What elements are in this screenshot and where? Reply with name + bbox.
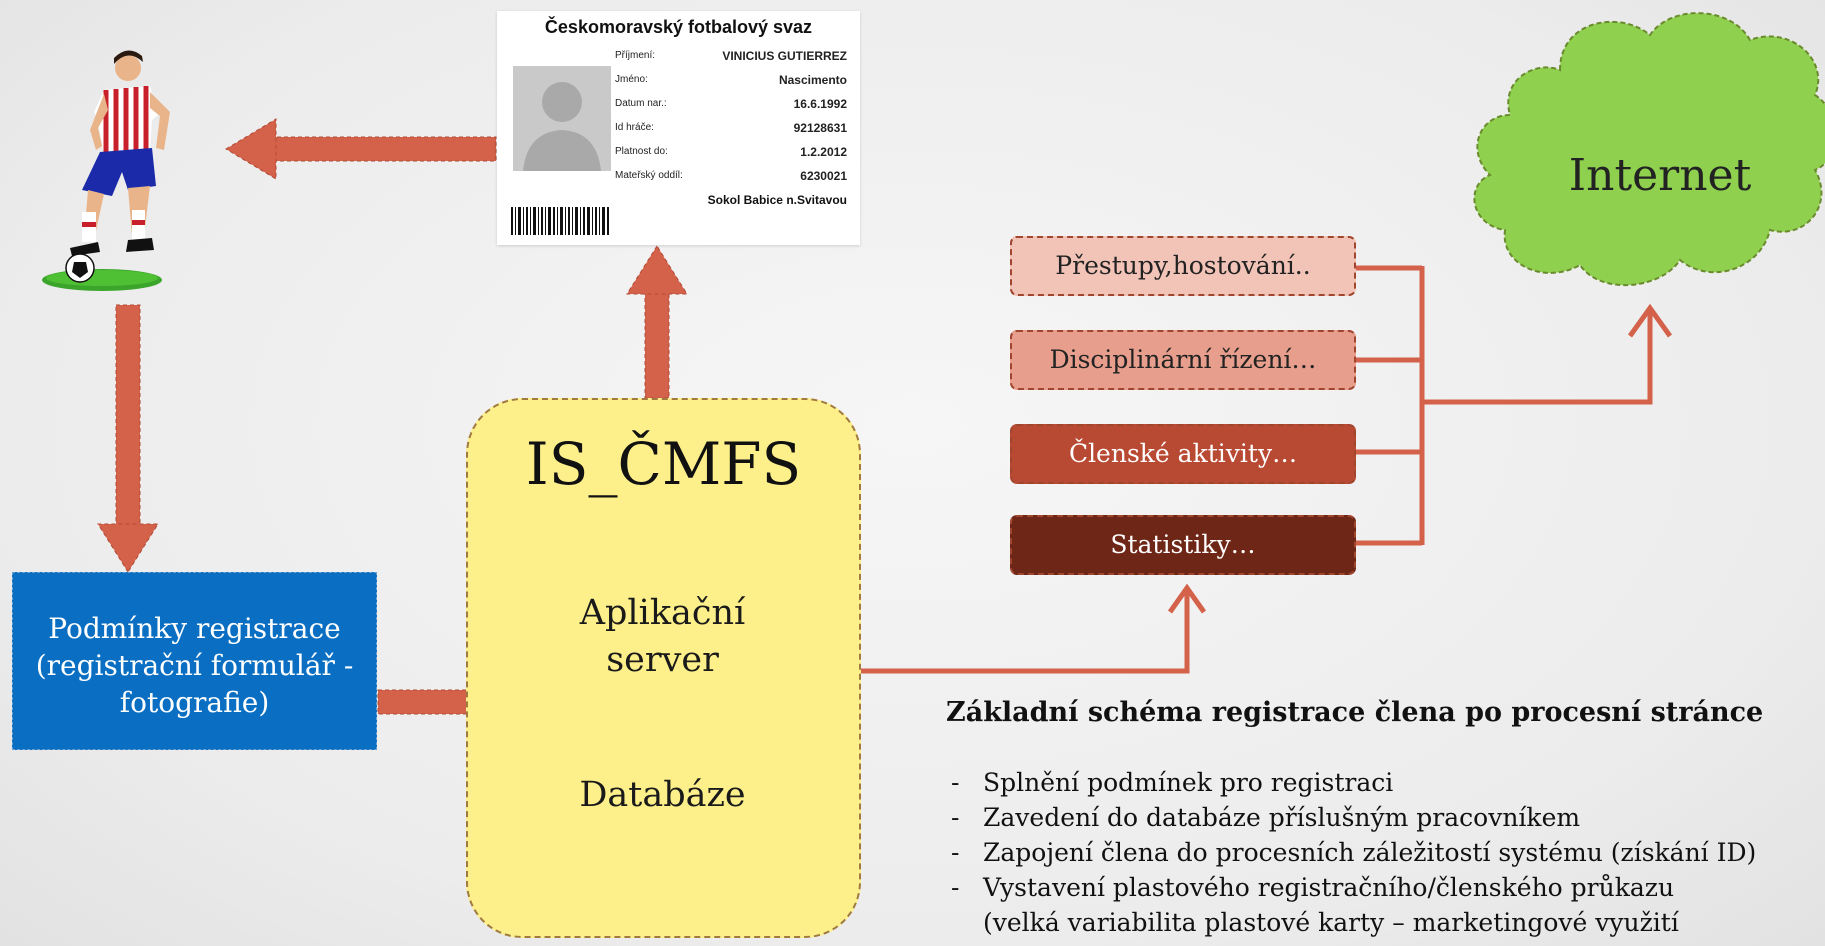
card-value: 1.2.2012 (800, 145, 847, 159)
connector-system-to-modules (861, 583, 1207, 674)
notes-item: Zavedení do databáze příslušným pracovní… (946, 800, 1756, 835)
card-label: Mateřský oddíl: (615, 170, 683, 181)
member-id-card: Českomoravský fotbalový svaz Příjmení: V… (497, 11, 860, 245)
card-label: Příjmení: (615, 50, 656, 61)
arrow-system-to-card (626, 245, 688, 399)
card-label: Platnost do: (615, 146, 668, 157)
card-value: 92128631 (793, 121, 847, 135)
internet-cloud (1473, 12, 1825, 286)
registration-line-3: fotografie) (119, 686, 270, 719)
card-row-home-club: Mateřský oddíl: 6230021 (615, 169, 847, 185)
card-label: Datum nar.: (615, 98, 667, 109)
card-row-validity: Platnost do: 1.2.2012 (615, 145, 847, 161)
module-member-activities: Členské aktivity… (1010, 424, 1356, 484)
registration-line-1: Podmínky registrace (48, 612, 341, 645)
notes-heading: Základní schéma registrace člena po proc… (946, 697, 1764, 728)
database-label: Databáze (579, 775, 746, 815)
card-club-name: Sokol Babice n.Svitavou (707, 193, 847, 207)
registration-line-2: (registrační formulář - (35, 649, 354, 682)
card-label: Id hráče: (615, 122, 654, 133)
registration-conditions-text: Podmínky registrace (registrační formulá… (12, 610, 377, 721)
is-cmfs-container (466, 398, 861, 938)
module-disciplinary: Disciplinární řízení… (1010, 330, 1356, 390)
card-row-player-id: Id hráče: 92128631 (615, 121, 847, 137)
arrow-card-to-player (225, 118, 497, 180)
connector-modules-to-internet (1356, 265, 1673, 546)
photo-placeholder-icon (513, 66, 611, 171)
card-value: Nascimento (778, 73, 847, 87)
barcode-icon (511, 207, 609, 235)
app-server-label-line1: Aplikační (579, 593, 746, 633)
notes-item: Zapojení člena do procesních záležitostí… (946, 835, 1756, 870)
notes-item: Splnění podmínek pro registraci (946, 765, 1756, 800)
card-value: 16.6.1992 (793, 97, 847, 111)
card-row-name: Jméno: Nascimento (615, 73, 847, 89)
registration-conditions-box (12, 572, 377, 750)
football-player-image (42, 50, 170, 291)
card-row-birthdate: Datum nar.: 16.6.1992 (615, 97, 847, 113)
notes-list: Splnění podmínek pro registraci Zavedení… (946, 765, 1756, 940)
notes-item: (velká variabilita plastové karty – mark… (983, 908, 1679, 937)
card-title: Českomoravský fotbalový svaz (544, 17, 813, 37)
app-server-label-line2: server (606, 640, 719, 680)
card-row-surname: Příjmení: VINICIUS GUTIERREZ (615, 49, 847, 65)
card-label: Jméno: (615, 74, 648, 85)
card-value: VINICIUS GUTIERREZ (722, 49, 847, 63)
app-server-label: Aplikační server (510, 590, 815, 684)
module-statistics: Statistiky… (1010, 515, 1356, 575)
module-transfers: Přestupy,hostování.. (1010, 236, 1356, 296)
card-value: 6230021 (800, 169, 847, 183)
is-cmfs-title: IS_ČMFS (525, 430, 802, 498)
arrow-player-to-registration (97, 304, 159, 573)
notes-item: Vystavení plastového registračního/člens… (946, 870, 1756, 905)
internet-label: Internet (1568, 150, 1752, 201)
